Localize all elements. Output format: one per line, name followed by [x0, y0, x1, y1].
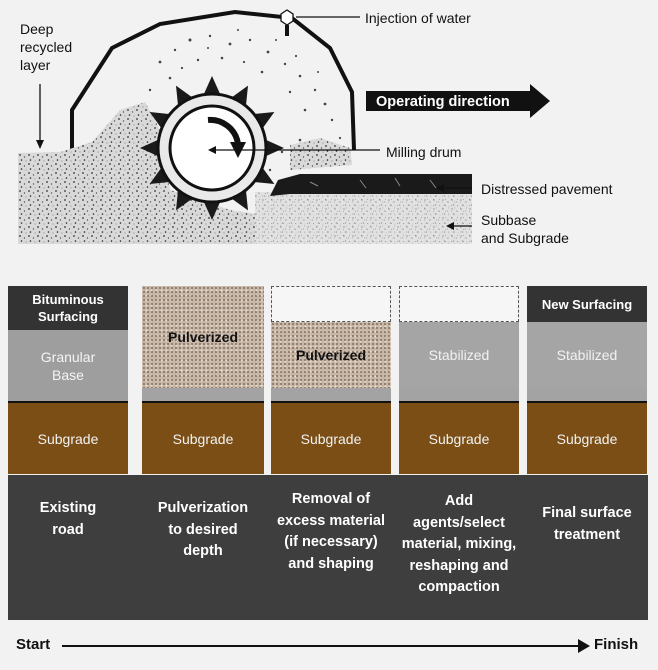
stage-final-surface: New Surfacing Stabilized Subgrade: [527, 286, 647, 474]
timeline-arrowhead-icon: [578, 639, 590, 653]
stabilized-layer: Stabilized: [527, 322, 647, 388]
caption-line: Removal of: [291, 491, 371, 507]
caption-stabilization: Add agents/select material, mixing, resh…: [394, 491, 524, 599]
caption-line: treatment: [553, 526, 621, 543]
distressed-pavement-slab: [270, 174, 472, 196]
subgrade-layer: Subgrade: [271, 403, 391, 474]
caption-line: compaction: [418, 579, 500, 595]
granular-base-layer: Granular Base: [8, 330, 128, 402]
stage-caption-band: [8, 475, 648, 620]
subgrade-layer: Subgrade: [142, 403, 264, 474]
subgrade-layer: Subgrade: [8, 403, 128, 474]
recycled-layer-heap: [18, 102, 290, 244]
recycler-illustration: [0, 0, 658, 260]
caption-line: depth: [183, 543, 223, 559]
caption-line: Existing: [39, 500, 97, 516]
timeline-start-label: Start: [16, 636, 51, 653]
stabilized-layer: Stabilized: [399, 322, 519, 388]
distressed-pavement-label: Distressed pavement: [481, 181, 613, 197]
injection-of-water-label: Injection of water: [365, 10, 471, 26]
caption-existing-road: Existing road: [8, 498, 128, 541]
caption-line: material, mixing,: [401, 536, 517, 552]
water-nozzle: [280, 9, 360, 36]
subgrade-layer: Subgrade: [399, 403, 519, 474]
caption-line: Pulverization: [157, 500, 249, 516]
bituminous-surfacing-layer: Bituminous Surfacing: [8, 286, 128, 330]
subbase-label-line: Subbase: [481, 212, 537, 228]
caption-line: Add: [444, 493, 474, 509]
stage-existing-road: Bituminous Surfacing Granular Base Subgr…: [8, 286, 128, 474]
caption-line: excess material: [276, 512, 386, 529]
caption-removal-shaping: Removal of excess material (if necessary…: [266, 489, 396, 575]
recycler-diagram-svg: [18, 9, 550, 244]
remaining-base-strip: [527, 388, 647, 401]
pulverized-layer: Pulverized: [271, 322, 391, 388]
caption-line: to desired: [168, 521, 238, 538]
pulverized-layer: Pulverized: [142, 286, 264, 388]
caption-line: Final surface: [542, 505, 632, 521]
subbase-and-subgrade-label: Subbase and Subgrade: [481, 211, 569, 247]
deep-recycled-layer-label: Deep recycled layer: [20, 20, 100, 74]
operating-direction-arrow: [366, 84, 550, 118]
base-label: Base: [52, 367, 84, 383]
remaining-base-strip: [399, 388, 519, 401]
timeline-finish-label: Finish: [594, 636, 639, 653]
caption-line: agents/select: [413, 514, 505, 531]
new-surfacing-layer: New Surfacing: [527, 286, 647, 322]
subgrade-layer: Subgrade: [527, 403, 647, 474]
operating-direction-label: Operating direction: [376, 94, 510, 110]
recycled-label-line: recycled: [20, 39, 73, 55]
stage-stabilization: Stabilized Subgrade: [399, 286, 519, 474]
and-subgrade-label-line: and Subgrade: [481, 230, 569, 246]
deep-label-line: Deep: [20, 21, 54, 37]
removed-material-outline: [271, 286, 391, 322]
caption-line: and shaping: [288, 555, 374, 572]
machine-hood: [70, 9, 356, 151]
caption-pulverization: Pulverization to desired depth: [138, 498, 268, 563]
caption-line: (if necessary): [284, 534, 378, 550]
timeline-arrow: [62, 645, 582, 647]
caption-final-surface: Final surface treatment: [522, 503, 652, 546]
layer-label-line: layer: [20, 57, 51, 73]
remaining-base-strip: [142, 388, 264, 401]
stage-pulverization: Pulverized Subgrade: [142, 286, 264, 474]
surfacing-label: Surfacing: [38, 309, 98, 324]
caption-line: road: [52, 521, 84, 538]
caption-line: reshaping and: [409, 557, 509, 574]
remaining-base-strip: [271, 388, 391, 401]
granular-label: Granular: [40, 349, 96, 365]
stage-removal-shaping: Pulverized Subgrade: [271, 286, 391, 474]
removed-material-outline: [399, 286, 519, 322]
milling-drum-label: Milling drum: [386, 144, 462, 160]
bituminous-label: Bituminous: [32, 292, 104, 307]
